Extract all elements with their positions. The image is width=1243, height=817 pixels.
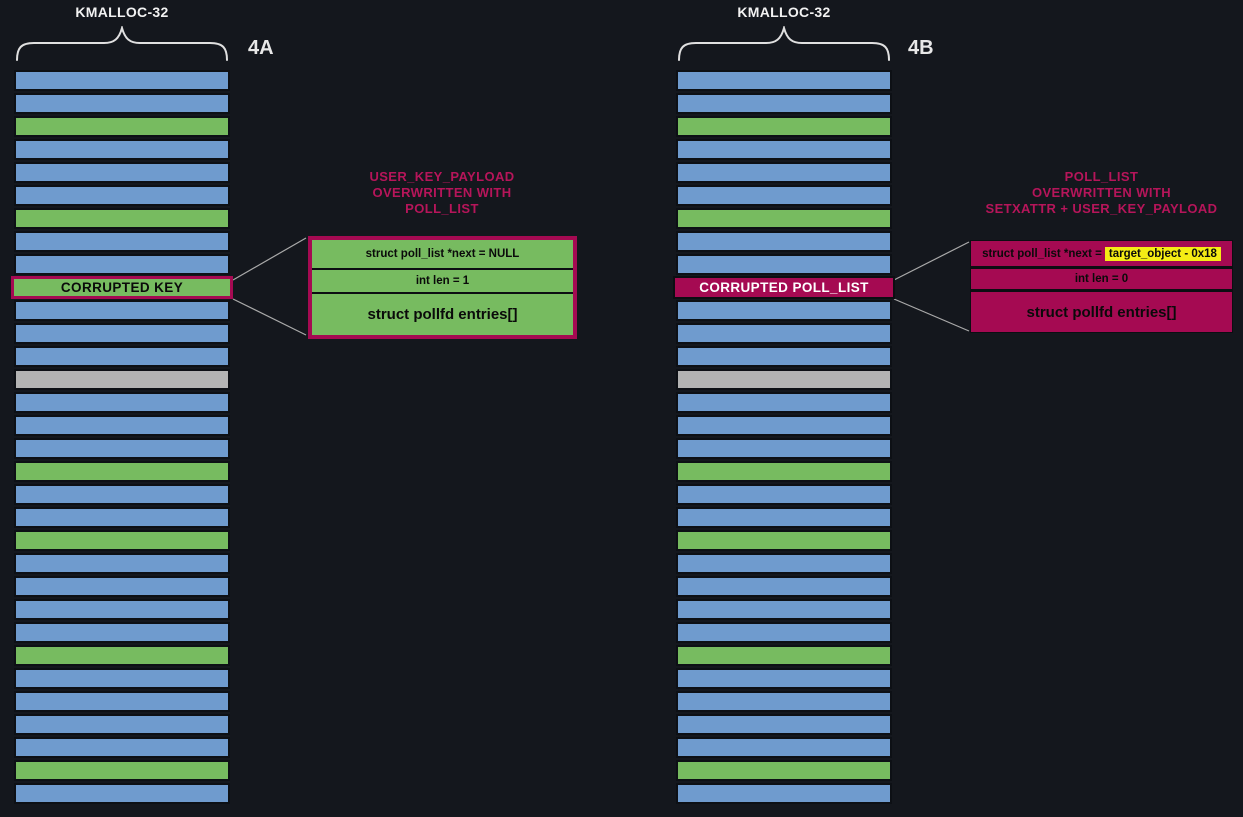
- slab-row-blue: [14, 392, 230, 413]
- corrupted-row: CORRUPTED POLL_LIST: [673, 276, 895, 299]
- struct-field-len: int len = 1: [312, 270, 573, 294]
- slab-row-blue: [676, 392, 892, 413]
- brace-icon: [678, 26, 890, 61]
- slab-row-green: [14, 645, 230, 666]
- slab-row-blue: [14, 484, 230, 505]
- slab-row-blue: [14, 691, 230, 712]
- slab-row-green: [14, 116, 230, 137]
- slab-row-blue: [676, 599, 892, 620]
- struct-field-next: struct poll_list *next = NULL: [312, 240, 573, 270]
- slab-row-blue: [14, 323, 230, 344]
- figure-label-4b: 4B: [908, 37, 934, 59]
- slab-row-blue: [676, 438, 892, 459]
- slab-row-blue: [676, 93, 892, 114]
- slab-row-blue: [676, 691, 892, 712]
- slab-row-blue: [14, 783, 230, 804]
- slab-row-blue: [676, 162, 892, 183]
- slab-row-blue: [14, 300, 230, 321]
- slab-row-blue: [676, 737, 892, 758]
- slab-row-blue: [14, 346, 230, 367]
- slab-column-right: CORRUPTED POLL_LIST: [673, 70, 895, 806]
- slab-row-blue: [14, 93, 230, 114]
- slab-row-blue: [676, 507, 892, 528]
- callout-title-line: OVERWRITTEN WITH: [1031, 185, 1172, 200]
- slab-row-blue: [14, 185, 230, 206]
- struct-field-next-label: struct poll_list *next =: [982, 247, 1102, 260]
- slab-row-blue: [676, 415, 892, 436]
- slab-row-blue: [14, 714, 230, 735]
- callout-title-line: USER_KEY_PAYLOAD: [369, 169, 515, 184]
- slab-row-blue: [676, 668, 892, 689]
- slab-row-blue: [14, 231, 230, 252]
- slab-label-right: KMALLOC-32: [737, 4, 831, 20]
- slab-row-blue: [14, 507, 230, 528]
- callout-title-line: POLL_LIST: [405, 201, 479, 216]
- connector-line: [893, 241, 970, 281]
- slab-row-blue: [676, 484, 892, 505]
- slab-row-blue: [676, 185, 892, 206]
- slab-row-blue: [676, 553, 892, 574]
- slab-row-blue: [14, 415, 230, 436]
- slab-row-blue: [14, 737, 230, 758]
- slab-row-green: [676, 208, 892, 229]
- figure-label-4a: 4A: [248, 37, 274, 59]
- slab-row-blue: [676, 70, 892, 91]
- slab-row-blue: [14, 553, 230, 574]
- struct-field-len: int len = 0: [971, 269, 1232, 292]
- struct-field-entries: struct pollfd entries[]: [367, 306, 518, 323]
- slab-row-blue: [14, 599, 230, 620]
- connector-line: [232, 237, 307, 281]
- connector-line: [893, 298, 970, 332]
- slab-row-blue: [14, 576, 230, 597]
- slab-row-blue: [14, 139, 230, 160]
- slab-row-blue: [14, 162, 230, 183]
- slab-row-blue: [676, 300, 892, 321]
- callout-title-line: SETXATTR + USER_KEY_PAYLOAD: [985, 201, 1218, 216]
- slab-column-left: CORRUPTED KEY: [11, 70, 233, 806]
- slab-row-blue: [676, 231, 892, 252]
- slab-row-green: [676, 116, 892, 137]
- slab-label-left: KMALLOC-32: [75, 4, 169, 20]
- slab-row-blue: [14, 254, 230, 275]
- slab-row-blue: [676, 346, 892, 367]
- slab-row-blue: [14, 70, 230, 91]
- slab-row-green: [676, 530, 892, 551]
- slab-row-green: [14, 461, 230, 482]
- struct-field-entries: struct pollfd entries[]: [1026, 303, 1177, 321]
- corrupted-row: CORRUPTED KEY: [11, 276, 233, 299]
- slab-row-gray: [676, 369, 892, 390]
- slab-row-blue: [676, 139, 892, 160]
- slab-row-blue: [14, 622, 230, 643]
- poll-list-struct-box-left: struct poll_list *next = NULL int len = …: [308, 236, 577, 339]
- slab-row-green: [14, 208, 230, 229]
- struct-field-next: struct poll_list *next = target_object -…: [971, 241, 1232, 269]
- slab-row-blue: [676, 576, 892, 597]
- slab-row-green: [676, 760, 892, 781]
- slab-row-green: [676, 461, 892, 482]
- callout-title-line: POLL_LIST: [1064, 169, 1139, 184]
- slab-row-blue: [14, 438, 230, 459]
- slab-row-blue: [676, 323, 892, 344]
- slab-row-blue: [676, 783, 892, 804]
- brace-icon: [16, 26, 228, 61]
- callout-title-left: USER_KEY_PAYLOAD OVERWRITTEN WITH POLL_L…: [307, 169, 577, 217]
- slab-row-blue: [676, 714, 892, 735]
- slab-row-green: [14, 530, 230, 551]
- connector-line: [232, 298, 307, 336]
- slab-row-blue: [676, 622, 892, 643]
- callout-title-right: POLL_LIST OVERWRITTEN WITH SETXATTR + US…: [960, 169, 1243, 217]
- slab-row-blue: [676, 254, 892, 275]
- slab-row-blue: [14, 668, 230, 689]
- slab-row-green: [14, 760, 230, 781]
- target-object-highlight: target_object - 0x18: [1104, 246, 1221, 261]
- callout-title-line: OVERWRITTEN WITH: [372, 185, 512, 200]
- slab-row-green: [676, 645, 892, 666]
- slab-row-gray: [14, 369, 230, 390]
- poll-list-struct-box-right: struct poll_list *next = target_object -…: [970, 240, 1233, 333]
